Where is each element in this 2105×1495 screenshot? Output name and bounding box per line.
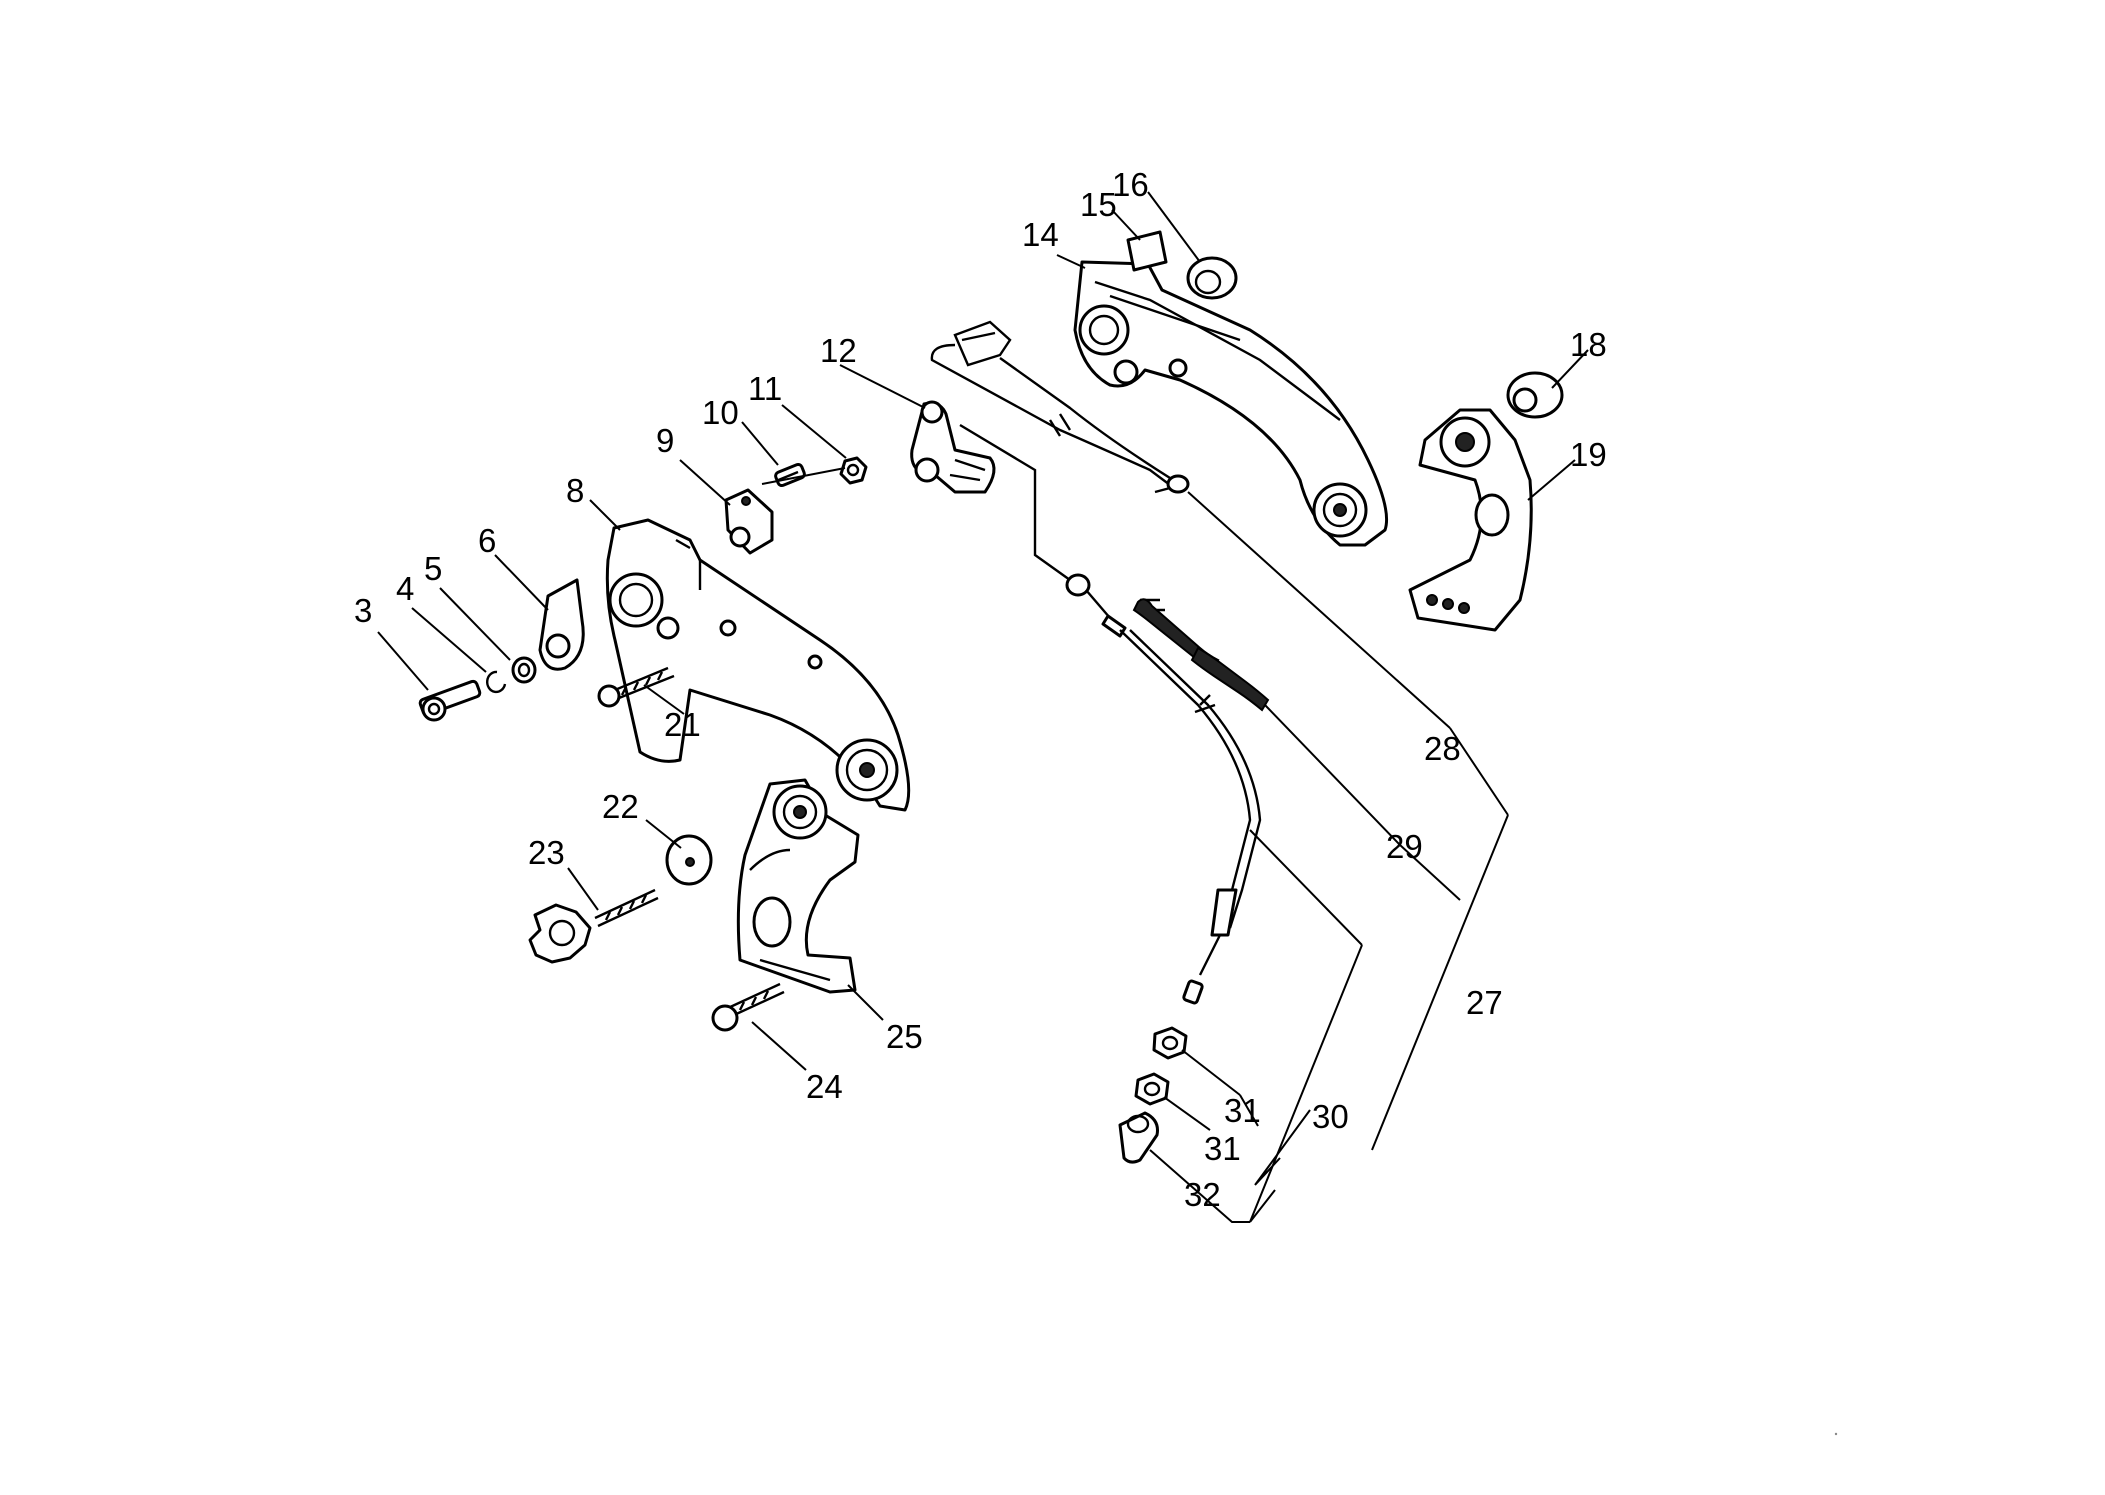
part-24-bolt	[711, 982, 785, 1032]
label-14: 14	[1022, 216, 1059, 253]
part-8-left-handle	[605, 518, 911, 812]
callout-labels: 3 4 5 6 8 9 10 11 12 14 15 16 18 19 21 2…	[354, 166, 1607, 1213]
part-4-clip	[486, 670, 507, 694]
part-19-right-clamp	[1408, 408, 1533, 632]
part-29-springs	[1132, 598, 1270, 712]
label-31b: 31	[1204, 1130, 1241, 1167]
part-18-flanged-nut	[1506, 371, 1564, 419]
label-27: 27	[1466, 984, 1503, 1021]
part-14-right-handle	[1073, 260, 1389, 547]
part-9-bracket	[724, 488, 774, 555]
label-31a: 31	[1224, 1092, 1261, 1129]
part-22-washer	[665, 834, 713, 886]
part-5-washer	[511, 656, 537, 684]
part-6-lever	[538, 578, 585, 671]
part-16-cap	[1186, 256, 1238, 300]
label-5: 5	[424, 550, 442, 587]
part-31a-nut	[1152, 1026, 1188, 1060]
corner-dot	[1834, 1432, 1838, 1436]
label-30: 30	[1312, 1098, 1349, 1135]
part-28-switch-wire	[930, 320, 1190, 494]
label-29: 29	[1386, 828, 1423, 865]
part-31b-nut	[1134, 1072, 1170, 1106]
label-12: 12	[820, 332, 857, 369]
label-23: 23	[528, 834, 565, 871]
leader-lines	[377, 191, 1589, 1223]
label-22: 22	[602, 788, 639, 825]
label-25: 25	[886, 1018, 923, 1055]
part-21-screw	[597, 666, 675, 708]
label-28: 28	[1424, 730, 1461, 767]
label-16: 16	[1112, 166, 1149, 203]
part-32-end-cap	[1118, 1111, 1159, 1164]
part-3-bolt	[418, 679, 482, 722]
label-11: 11	[748, 370, 782, 407]
label-21: 21	[664, 706, 701, 743]
label-18: 18	[1570, 326, 1607, 363]
label-4: 4	[396, 570, 414, 607]
part-15-label	[1126, 230, 1168, 272]
label-10: 10	[702, 394, 739, 431]
label-15: 15	[1080, 186, 1117, 223]
part-30-throttle-cable	[959, 423, 1262, 1005]
part-12-throttle-lever	[910, 400, 996, 494]
label-9: 9	[656, 422, 674, 459]
label-19: 19	[1570, 436, 1607, 473]
label-8: 8	[566, 472, 584, 509]
part-25-left-clamp	[736, 778, 860, 994]
label-6: 6	[478, 522, 496, 559]
label-24: 24	[806, 1068, 843, 1105]
part-10-screw	[774, 462, 806, 488]
part-23-knob-bolt	[528, 888, 659, 964]
label-3: 3	[354, 592, 372, 629]
part-11-nut	[839, 456, 868, 485]
label-32: 32	[1184, 1176, 1221, 1213]
